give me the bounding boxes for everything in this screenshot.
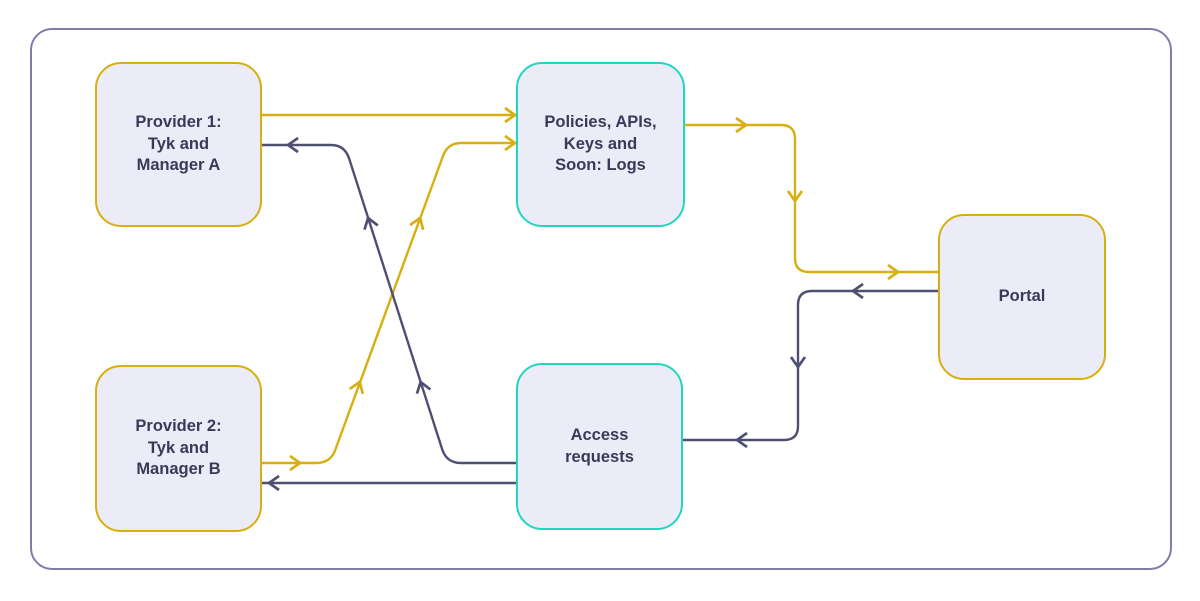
arrowhead-right xyxy=(887,263,901,281)
arrowhead-right xyxy=(504,134,518,152)
arrowhead-up-left xyxy=(415,379,432,395)
node-access-requests: Access requests xyxy=(516,363,683,530)
arrowhead-left xyxy=(285,136,299,154)
arrowhead-down xyxy=(789,356,807,370)
arrowhead-right xyxy=(504,106,518,124)
node-provider-1-label: Provider 1: Tyk and Manager A xyxy=(135,112,222,175)
edge-shaft xyxy=(262,143,517,465)
edge-policies-to-portal xyxy=(685,116,938,281)
edge-access-to-provider1 xyxy=(262,136,517,465)
edge-access-to-provider2 xyxy=(262,474,517,492)
node-provider-2-label: Provider 2: Tyk and Manager B xyxy=(135,416,222,479)
arrowhead-up-right xyxy=(409,215,425,231)
arrowhead-up-right xyxy=(348,379,365,395)
arrowhead-right xyxy=(735,116,749,134)
edge-shaft xyxy=(683,289,938,442)
edge-shaft xyxy=(685,123,938,274)
edge-provider2-to-policies xyxy=(262,134,518,472)
arrowhead-left xyxy=(266,474,280,492)
node-portal-label: Portal xyxy=(998,287,1046,306)
node-access-requests-label: Access requests xyxy=(565,425,634,466)
node-portal: Portal xyxy=(938,214,1106,380)
edge-shaft xyxy=(262,141,516,465)
node-policies-apis-keys-label: Policies, APIs, Keys and Soon: Logs xyxy=(544,112,657,175)
arrowhead-up-left xyxy=(363,215,379,231)
arrowhead-left xyxy=(850,282,864,300)
node-provider-2: Provider 2: Tyk and Manager B xyxy=(95,365,262,532)
arrowhead-left xyxy=(734,431,748,449)
node-provider-1: Provider 1: Tyk and Manager A xyxy=(95,62,262,227)
diagram-frame-border xyxy=(30,28,1172,570)
arrowhead-down xyxy=(786,190,804,204)
node-policies-apis-keys: Policies, APIs, Keys and Soon: Logs xyxy=(516,62,685,227)
edge-provider1-to-policies xyxy=(262,106,518,124)
arrowhead-right xyxy=(289,454,303,472)
edge-portal-to-access xyxy=(683,282,938,449)
